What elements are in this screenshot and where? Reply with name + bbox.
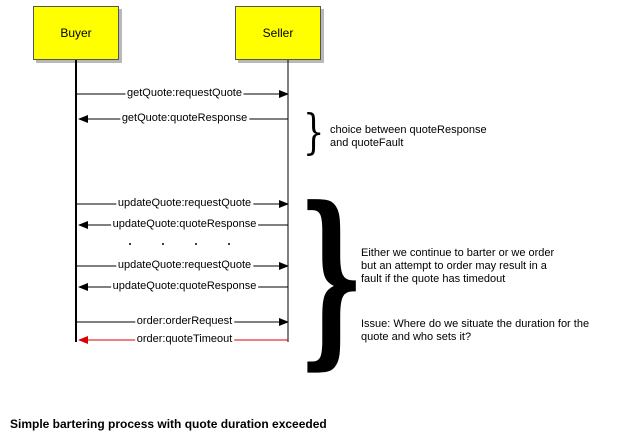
continuation-dots bbox=[129, 243, 230, 245]
message-label: updateQuote:quoteResponse bbox=[110, 218, 259, 231]
choice-note-line2: and quoteFault bbox=[330, 137, 404, 149]
seller-label: Seller bbox=[262, 26, 294, 40]
issue-note: Issue: Where do we situate the duration … bbox=[361, 318, 589, 344]
barter-note-line3: fault if the quote has timedout bbox=[361, 273, 506, 285]
barter-note: Either we continue to barter or we order… bbox=[361, 247, 554, 286]
seller-participant: Seller bbox=[235, 6, 321, 60]
diagram-caption: Simple bartering process with quote dura… bbox=[10, 417, 327, 431]
message-label: updateQuote:quoteResponse bbox=[110, 280, 259, 293]
choice-note-line1: choice between quoteResponse bbox=[330, 124, 487, 136]
issue-note-line1: Issue: Where do we situate the duration … bbox=[361, 318, 590, 330]
choice-note: choice between quoteResponse and quoteFa… bbox=[330, 124, 487, 150]
barter-brace: } bbox=[298, 166, 365, 387]
message-label: order:quoteTimeout bbox=[134, 333, 235, 346]
choice-brace: } bbox=[303, 104, 325, 160]
message-label: updateQuote:requestQuote bbox=[115, 259, 254, 272]
message-label: getQuote:quoteResponse bbox=[119, 112, 250, 125]
issue-note-line2: quote and who sets it? bbox=[361, 331, 472, 343]
message-label: order:orderRequest bbox=[134, 315, 235, 328]
message-label: updateQuote:requestQuote bbox=[115, 197, 254, 210]
barter-note-line1: Either we continue to barter or we order bbox=[361, 247, 555, 259]
buyer-label: Buyer bbox=[60, 26, 92, 40]
buyer-participant: Buyer bbox=[33, 6, 119, 60]
message-label: getQuote:requestQuote bbox=[125, 87, 244, 100]
barter-note-line2: but an attempt to order may result in a bbox=[361, 260, 547, 272]
